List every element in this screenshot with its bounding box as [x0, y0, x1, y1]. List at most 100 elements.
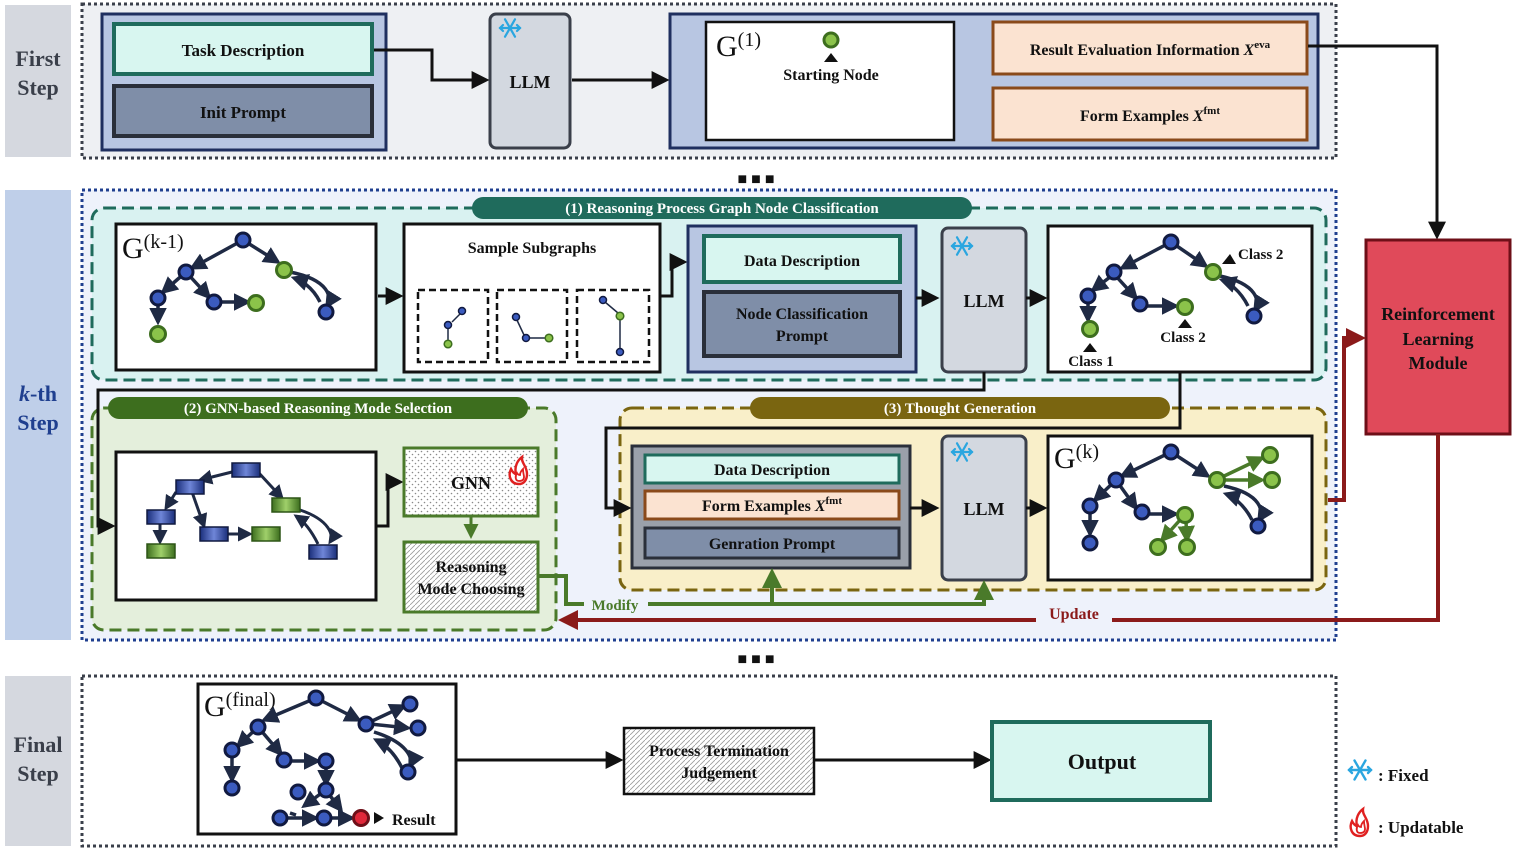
result-eval-box: [991, 20, 1309, 76]
legend-fixed: : Fixed: [1378, 766, 1429, 785]
class-2a-pointer: [1222, 254, 1236, 264]
llm-text-2: LLM: [963, 499, 1004, 519]
result-eval-var: X: [1243, 42, 1255, 59]
termination-line1: Process Termination: [649, 743, 789, 760]
class-1-pointer: [1083, 343, 1097, 352]
task-description-box: [112, 22, 374, 76]
first-step-label-2: Step: [17, 75, 59, 100]
data-description-text-2: Data Description: [714, 462, 830, 479]
flame-icon: [508, 454, 529, 486]
gnn-text: GNN: [451, 473, 491, 493]
arrow-modify-to-llm: [538, 574, 994, 606]
init-prompt-text: Init Prompt: [200, 103, 286, 122]
graph-k-g: G: [1054, 442, 1076, 475]
kth-step-label-bg: [5, 190, 71, 640]
arrow-classified-to-generation: [604, 372, 1182, 517]
section2-title-pill: [108, 397, 528, 419]
graph-final-nodes: [223, 689, 427, 827]
subgraph-1: [416, 288, 490, 364]
graph-k-1-nodes: [149, 231, 335, 343]
update-label-bg: [1036, 604, 1112, 624]
arrow-update-to-gnn: [558, 434, 1440, 630]
result-eval-text: Result Evaluation Information Xeva: [1030, 39, 1271, 59]
graph-1-label: G(1): [716, 29, 761, 63]
termination-box: [622, 726, 816, 796]
first-step-label-1: First: [15, 46, 61, 71]
ellipsis-bottom: ■ ■ ■: [738, 651, 775, 668]
modify-label: Modify: [592, 598, 639, 614]
graph-1-sup: (1): [738, 29, 761, 51]
reasoning-mode-line2: Mode Choosing: [417, 581, 524, 598]
starting-node-text: Starting Node: [783, 67, 879, 84]
update-label: Update: [1049, 606, 1099, 623]
graph-final-g: G: [204, 690, 226, 723]
rl-module-box: [1364, 238, 1512, 436]
arrow-prompt-to-llm: [374, 48, 490, 89]
arrow-sample-to-prompt: [660, 253, 688, 298]
final-step-label-2: Step: [17, 761, 59, 786]
task-description-text: Task Description: [182, 41, 305, 60]
kth-step-label-1: k-th: [19, 381, 57, 406]
sample-subgraphs-text: Sample Subgraphs: [468, 240, 597, 257]
section1-title: (1) Reasoning Process Graph Node Classif…: [565, 201, 879, 217]
node-classification-prompt-line2: Prompt: [776, 328, 829, 345]
starting-node: [822, 31, 840, 49]
graph-final-sup: (final): [226, 689, 276, 711]
data-description-box-2: [643, 453, 901, 485]
kth-italic: k: [19, 381, 30, 406]
init-prompt-box: [112, 84, 374, 138]
graph-1-g: G: [716, 30, 738, 63]
form-examples-sup-first: fmt: [1204, 105, 1221, 117]
section2-title: (2) GNN-based Reasoning Mode Selection: [184, 401, 453, 417]
llm-box-first: [488, 12, 572, 150]
rl-module-line2: Learning: [1402, 329, 1473, 349]
class-2b-pointer: [1178, 319, 1192, 328]
node-classification-prompt-line1: Node Classification: [736, 306, 868, 323]
reasoning-mode-box: [402, 540, 540, 614]
first-step-label-bg: [5, 5, 71, 157]
form-examples-var-first: X: [1192, 108, 1204, 125]
kth-step-label-2: Step: [17, 410, 59, 435]
arrow-eval-to-rl: [1308, 44, 1446, 240]
embedding-graph-edges: [152, 469, 343, 545]
node-classification-prompt-box: [702, 290, 902, 358]
generation-prompt-text: Genration Prompt: [709, 536, 836, 553]
embedding-graph-nodes: [146, 462, 338, 560]
graph-k-sup: (k): [1076, 441, 1099, 463]
final-step-label-1: Final: [14, 732, 63, 757]
data-description-box-1: [702, 234, 902, 284]
output-text: Output: [1068, 749, 1137, 774]
final-step-label-bg: [5, 676, 71, 846]
legend-updatable: : Updatable: [1378, 818, 1464, 837]
graph-k-new-edges: [1159, 456, 1266, 544]
result-label: Result: [392, 812, 436, 829]
llm-text-first: LLM: [509, 72, 550, 92]
class-1-label: Class 1: [1068, 354, 1113, 370]
classified-graph-nodes: [1079, 233, 1263, 338]
kth-rest: -th: [30, 381, 57, 406]
snowflake-icon: [950, 442, 974, 462]
form-examples-var-2: X: [814, 498, 826, 515]
section1-title-pill: [472, 197, 972, 219]
starting-node-pointer: [824, 53, 838, 62]
generation-prompt-box: [643, 526, 901, 560]
data-description-text-1: Data Description: [744, 253, 860, 270]
section3-title-pill: [750, 397, 1170, 419]
graph-k-1-sup: (k-1): [144, 231, 184, 253]
result-eval-label: Result Evaluation Information: [1030, 42, 1244, 59]
snowflake-icon: [950, 236, 974, 256]
graph-final-label: G(final): [204, 689, 276, 723]
form-examples-sup-2: fmt: [826, 495, 843, 507]
form-examples-box-2: [643, 489, 901, 521]
class-2a-label: Class 2: [1238, 247, 1283, 263]
result-node: [352, 809, 370, 827]
form-examples-box-first: [991, 86, 1309, 142]
snowflake-icon: [1347, 759, 1373, 781]
rl-module-line1: Reinforcement: [1381, 304, 1495, 324]
graph-k-1-label: G(k-1): [122, 231, 184, 265]
snowflake-icon: [498, 18, 522, 38]
rl-module-line3: Module: [1408, 353, 1467, 373]
graph-k-nodes: [1081, 443, 1281, 556]
form-examples-label-2: Form Examples: [702, 498, 815, 515]
subgraph-nodes: [443, 295, 625, 357]
